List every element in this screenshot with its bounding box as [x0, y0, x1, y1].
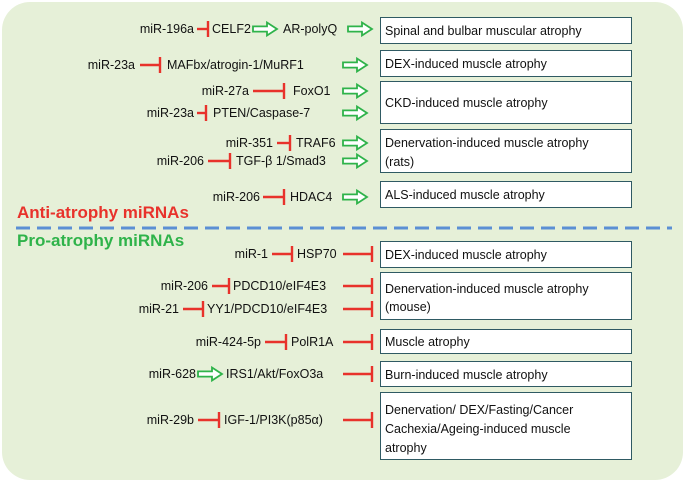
- pro-outcome-5b: Cachexia/Ageing-induced muscle: [385, 422, 571, 436]
- anti-mirna-5: miR-351: [225, 136, 273, 150]
- activate-arrow-icon: [197, 366, 223, 382]
- anti-mirna-7: miR-206: [212, 190, 260, 204]
- anti-mirna-3: miR-27a: [201, 84, 249, 98]
- pro-mirna-4: miR-424-5p: [195, 335, 261, 349]
- anti-mirna-6: miR-206: [156, 154, 204, 168]
- anti-outcome-4: Denervation-induced muscle atrophy: [385, 136, 589, 150]
- pro-outcome-4: Burn-induced muscle atrophy: [385, 368, 548, 382]
- pro-mirna-5: miR-628: [148, 367, 196, 381]
- pro-target-3: YY1/PDCD10/eIF4E3: [207, 302, 328, 316]
- anti-mirna-4: miR-23a: [146, 106, 194, 120]
- pro-target-6: IGF-1/PI3K(p85α): [224, 413, 323, 427]
- pro-mirna-3: miR-21: [138, 302, 179, 316]
- anti-outcome-3: CKD-induced muscle atrophy: [385, 96, 548, 110]
- anti-outcome-2: DEX-induced muscle atrophy: [385, 57, 547, 71]
- anti-outcome-box-5: ALS-induced muscle atrophy: [380, 181, 632, 208]
- anti-target-6: TGF-β 1/Smad3: [236, 154, 326, 168]
- pro-outcome-box-2: Denervation-induced muscle atrophy (mous…: [380, 272, 632, 320]
- pro-atrophy-title: Pro-atrophy miRNAs: [17, 231, 185, 250]
- anti-outcome-5: ALS-induced muscle atrophy: [385, 188, 545, 202]
- pro-outcome-5c: atrophy: [385, 441, 427, 455]
- anti-target-7: HDAC4: [290, 190, 333, 204]
- activate-arrow-icon: [252, 21, 373, 205]
- anti-outcome-box-4: Denervation-induced muscle atrophy (rats…: [380, 129, 632, 173]
- anti-mid-1: AR-polyQ: [283, 22, 338, 36]
- anti-target-3: FoxO1: [293, 84, 331, 98]
- anti-target-5: TRAF6: [296, 136, 336, 150]
- pro-outcome-1: DEX-induced muscle atrophy: [385, 248, 547, 262]
- inhibit-icon: [140, 21, 292, 205]
- anti-outcome-4b: (rats): [385, 155, 415, 169]
- pro-outcome-2b: (mouse): [385, 300, 431, 314]
- pro-outcome-5: Denervation/ DEX/Fasting/Cancer: [385, 403, 574, 417]
- pro-outcome-2: Denervation-induced muscle atrophy: [385, 282, 589, 296]
- anti-atrophy-title: Anti-atrophy miRNAs: [17, 203, 189, 222]
- anti-outcome-box-2: DEX-induced muscle atrophy: [380, 50, 632, 77]
- anti-target-4: PTEN/Caspase-7: [213, 106, 311, 120]
- anti-target-1: CELF2: [212, 22, 251, 36]
- anti-outcome-box-1: Spinal and bulbar muscular atrophy: [380, 17, 632, 44]
- inhibit-icon: [183, 246, 294, 428]
- pro-outcome-box-5: Denervation/ DEX/Fasting/Cancer Cachexia…: [380, 392, 632, 460]
- anti-mirna-2: miR-23a: [87, 58, 135, 72]
- pro-mirna-6: miR-29b: [146, 413, 194, 427]
- anti-target-2: MAFbx/atrogin-1/MuRF1: [167, 58, 304, 72]
- anti-outcome-1: Spinal and bulbar muscular atrophy: [385, 24, 582, 38]
- pro-mirna-2: miR-206: [160, 279, 208, 293]
- pro-mirna-1: miR-1: [234, 247, 268, 261]
- pro-target-4: PolR1A: [291, 335, 334, 349]
- anti-mirna-1: miR-196a: [139, 22, 194, 36]
- pro-target-5: IRS1/Akt/FoxO3a: [226, 367, 324, 381]
- pro-target-1: HSP70: [297, 247, 337, 261]
- pro-outcome-box-4: Burn-induced muscle atrophy: [380, 361, 632, 387]
- pro-outcome-box-1: DEX-induced muscle atrophy: [380, 241, 632, 268]
- pro-outcome-3: Muscle atrophy: [385, 335, 470, 349]
- pro-outcome-box-3: Muscle atrophy: [380, 329, 632, 354]
- anti-outcome-box-3: CKD-induced muscle atrophy: [380, 81, 632, 124]
- inhibit-icon: [343, 246, 374, 428]
- pro-target-2: PDCD10/eIF4E3: [233, 279, 327, 293]
